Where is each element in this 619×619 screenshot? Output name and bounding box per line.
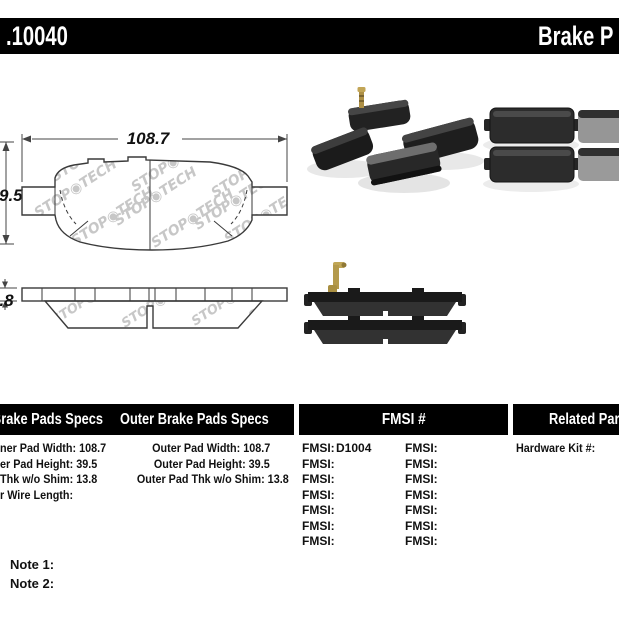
outer-spec-text: Outer Pad Thk w/o Shim: 13.8	[136, 472, 289, 486]
outer-spec-text: Outer Pad Width: 108.7	[151, 441, 270, 455]
fmsi-left-row: FMSI:	[302, 503, 371, 519]
fmsi-header: FMSI #	[381, 411, 426, 428]
photo-pads-perspective	[307, 87, 484, 193]
height-dimension: 9.5	[0, 141, 23, 245]
fmsi-header-segment: FMSI #	[299, 404, 508, 435]
fmsi-label: FMSI:	[405, 472, 438, 486]
inner-spec-row: er Pad Height: 39.5	[0, 457, 118, 473]
specs-header-segment: Brake Pads Specs Outer Brake Pads Specs	[0, 404, 294, 435]
product-photos	[304, 87, 619, 345]
pad-face-top	[484, 107, 580, 144]
fmsi-left-row: FMSI:	[302, 519, 371, 535]
fmsi-label: FMSI:	[302, 518, 335, 533]
inner-spec-row: r Wire Length:	[0, 488, 118, 504]
width-dimension: 108.7	[21, 129, 288, 182]
sheet-title: Brake P	[538, 21, 614, 51]
fmsi-label: FMSI:	[302, 487, 335, 502]
fmsi-label: FMSI:	[302, 503, 335, 517]
fmsi-left-row: FMSI:	[302, 472, 371, 488]
fmsi-label: FMSI:	[302, 441, 335, 455]
fmsi-label: FMSI:	[302, 472, 335, 486]
height-dim-label: 9.5	[0, 186, 23, 205]
related-header-segment: Related Par	[513, 404, 619, 435]
notes-section: Note 1: Note 2:	[10, 555, 54, 593]
related-parts-rows: Hardware Kit #:	[516, 441, 604, 457]
fmsi-label: FMSI:	[405, 503, 438, 517]
pad-profile-outline	[21, 287, 288, 329]
inner-specs-header: Brake Pads Specs	[0, 411, 103, 428]
related-part-text: Hardware Kit #:	[516, 441, 596, 455]
fmsi-label: FMSI:	[405, 487, 438, 502]
wear-indicator-pin	[357, 87, 366, 108]
inner-spec-text: ner Pad Width: 108.7	[0, 441, 107, 455]
fmsi-right-column: FMSI:FMSI:FMSI:FMSI:FMSI:FMSI:FMSI:	[405, 441, 439, 550]
inner-spec-text: Thk w/o Shim: 13.8	[0, 472, 98, 486]
fmsi-right-row: FMSI:	[405, 503, 439, 519]
pad-front-center	[366, 142, 442, 186]
note-row: Note 1:	[10, 557, 55, 572]
outer-spec-row: Outer Pad Width: 108.7	[120, 441, 270, 457]
fmsi-right-row: FMSI:	[405, 488, 439, 504]
pad-front-left	[311, 127, 374, 171]
related-part-row: Hardware Kit #:	[516, 441, 604, 457]
fmsi-label: FMSI:	[302, 456, 335, 471]
fmsi-label: FMSI:	[405, 456, 438, 471]
fmsi-left-row: FMSI:D1004	[302, 441, 371, 457]
outer-specs-header: Outer Brake Pads Specs	[120, 411, 269, 428]
fmsi-right-row: FMSI:	[405, 457, 439, 473]
pad-outline	[21, 156, 288, 251]
front-view-drawing: 108.7 9.5 STOP◉TECHSTOP◉TECHSTOP◉TECHSTO…	[0, 129, 288, 251]
inner-spec-row: ner Pad Width: 108.7	[0, 441, 118, 457]
fmsi-right-row: FMSI:	[405, 441, 439, 457]
pad-face-clipped-right	[578, 110, 619, 181]
fmsi-label: FMSI:	[405, 534, 438, 548]
fmsi-left-row: FMSI:	[302, 534, 371, 550]
edge-pad-top	[304, 288, 466, 317]
fmsi-right-row: FMSI:	[405, 519, 439, 535]
fmsi-left-row: FMSI:	[302, 457, 371, 473]
outer-spec-row: Outer Pad Height: 39.5	[120, 457, 270, 473]
pad-back-left	[347, 99, 411, 132]
fmsi-label: FMSI:	[405, 441, 438, 455]
edge-pad-bottom	[304, 316, 466, 345]
fmsi-right-row: FMSI:	[405, 534, 439, 550]
photo-pads-edge-view	[304, 262, 466, 345]
fmsi-left-row: FMSI:	[302, 488, 371, 504]
part-number: .10040	[6, 21, 68, 51]
top-title-bar: .10040 Brake P	[0, 18, 619, 54]
thickness-dim-label: 3.8	[0, 291, 14, 310]
photo-pads-friction-face	[483, 107, 619, 192]
inner-spec-row: Thk w/o Shim: 13.8	[0, 472, 118, 488]
fmsi-right-row: FMSI:	[405, 472, 439, 488]
outer-spec-row: Outer Pad Thk w/o Shim: 13.8	[120, 472, 289, 488]
inner-spec-text: r Wire Length:	[0, 487, 74, 502]
fmsi-label: FMSI:	[405, 518, 438, 533]
note-row: Note 2:	[10, 576, 55, 591]
inner-spec-text: er Pad Height: 39.5	[0, 456, 98, 471]
width-dim-label: 108.7	[127, 129, 171, 148]
pad-face-bottom	[484, 146, 580, 183]
outer-spec-text: Outer Pad Height: 39.5	[154, 456, 270, 471]
fmsi-label: FMSI:	[302, 534, 335, 548]
brass-abutment-clip	[328, 262, 347, 295]
thickness-dimension: 3.8	[0, 279, 17, 310]
fmsi-value: D1004	[336, 441, 372, 455]
related-parts-header: Related Par	[549, 411, 619, 428]
